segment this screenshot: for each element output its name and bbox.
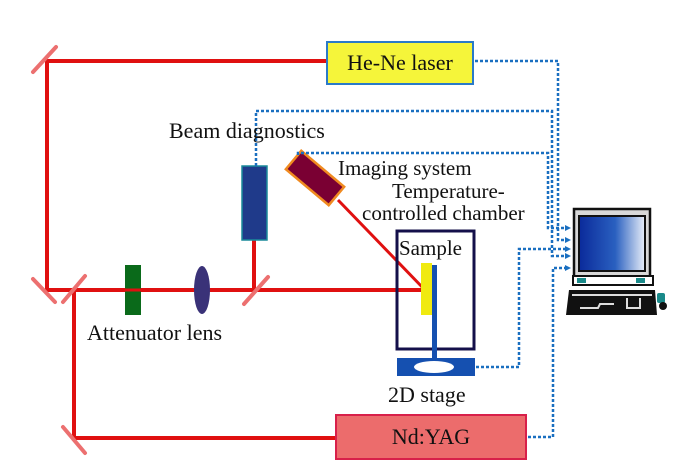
imaging-system-label: Imaging system [338, 156, 472, 180]
mirror-beam-splitter [61, 274, 87, 304]
chamber-label-line2: controlled chamber [362, 201, 525, 225]
signal-line-stage [476, 247, 568, 369]
signal-line-imaging [296, 151, 568, 230]
he-ne-beam [45, 59, 425, 292]
signal-line-nd-yag [528, 266, 568, 439]
computer-icon [566, 207, 667, 315]
2d-stage-label: 2D stage [388, 382, 466, 407]
chamber-label-line1: Temperature- [392, 179, 505, 203]
signal-arrowheads [565, 225, 571, 271]
signal-lines [254, 59, 568, 439]
nd-yag-label: Nd:YAG [392, 424, 470, 449]
mirror-mid-left [31, 277, 57, 304]
signal-line-he-ne [475, 59, 568, 242]
imaging-system-device [284, 149, 346, 207]
reflected-beam-to-imaging [336, 198, 427, 292]
beam-diagnostics-device [241, 165, 268, 241]
sample [421, 263, 432, 315]
mirror-top-left [31, 45, 58, 74]
mirrors [31, 45, 270, 455]
mirror-bottom-left [61, 425, 87, 455]
signal-line-diagnostics [254, 109, 568, 258]
attenuator-lens-label: Attenuator lens [87, 320, 223, 345]
sample-holder-rod [432, 265, 437, 360]
lens [194, 266, 210, 314]
sample-label: Sample [399, 236, 462, 260]
he-ne-laser-label: He-Ne laser [347, 50, 453, 75]
nd-yag-box [335, 414, 527, 460]
beam-diagnostics-label: Beam diagnostics [169, 118, 325, 143]
mirror-diagnostics-splitter [242, 275, 270, 306]
2d-stage-knob [414, 361, 454, 373]
he-ne-laser-box [326, 41, 474, 85]
